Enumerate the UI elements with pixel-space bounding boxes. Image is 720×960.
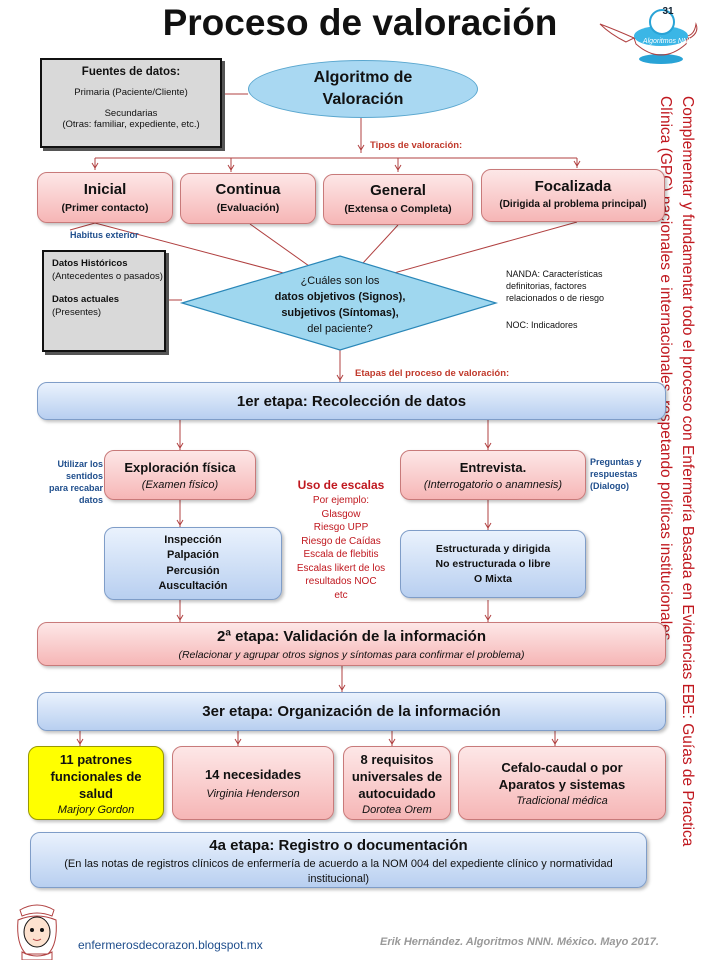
escalas-line: Glasgow [321, 508, 361, 520]
tipo-title: Inicial [83, 181, 127, 198]
fuentes-otras: (Otras: familiar, expediente, etc.) [62, 119, 200, 130]
tipo-continua: Continua (Evaluación) [180, 173, 316, 224]
footer-credit: Erik Hernández. Algoritmos NNN. México. … [380, 936, 659, 948]
page-title: Proceso de valoración [162, 2, 558, 43]
modelo-author: Marjory Gordon [57, 803, 135, 816]
tipo-sub: (Primer contacto) [61, 202, 149, 214]
tipo-sub: (Dirigida al problema principal) [499, 199, 647, 210]
tecnica-item: Auscultación [158, 580, 228, 592]
diamond-line-3: subjetivos (Síntomas), [281, 307, 399, 319]
tecnica-item: Inspección [164, 533, 222, 546]
tecnica-item: Percusión [166, 564, 220, 577]
modelo-author: Tradicional médica [516, 795, 608, 807]
algoritmo-ellipse: Algoritmo de Valoración [248, 60, 478, 118]
etapa-3-bar: 3er etapa: Organización de la informació… [37, 692, 666, 731]
tipo-general: General (Extensa o Completa) [323, 174, 473, 225]
modelo-title: Cefalo-caudal o por Aparatos y sistemas [498, 760, 626, 792]
tipo-inicial: Inicial (Primer contacto) [37, 172, 173, 223]
tipo-focalizada: Focalizada (Dirigida al problema princip… [481, 169, 665, 222]
modelo-title: 14 necesidades [204, 766, 302, 782]
habitus-label: Habitus exterior [70, 230, 139, 240]
escalas-line: Riesgo UPP [313, 522, 369, 533]
modelo-author: Virginia Henderson [206, 787, 300, 800]
datos-act-title: Datos actuales [52, 294, 120, 305]
datos-box: Datos Históricos (Antecedentes o pasados… [42, 250, 166, 352]
diamond-line-2: datos objetivos (Signos), [274, 291, 406, 303]
datos-act-sub: (Presentes) [52, 307, 102, 318]
fuentes-box: Fuentes de datos: Primaria (Paciente/Cli… [40, 58, 222, 148]
nanda-note: NANDA: Características definitorias, fac… [506, 268, 630, 304]
etapa-4-title: 4a etapa: Registro o documentación [209, 837, 468, 854]
modelo-cefalo: Cefalo-caudal o por Aparatos y sistemas … [458, 746, 666, 820]
modelo-gordon: 11 patrones funcionales de salud Marjory… [28, 746, 164, 820]
entrevista-sub: (Interrogatorio o anamnesis) [423, 479, 563, 491]
modelo-orem: 8 requisitos universales de autocuidado … [343, 746, 451, 820]
badge-number: 31 [662, 6, 674, 17]
genie-lamp-icon [599, 9, 698, 64]
tipo-sub: (Extensa o Completa) [344, 203, 452, 215]
tipo-title: Focalizada [534, 178, 612, 195]
etapa-1-bar: 1er etapa: Recolección de datos [37, 382, 666, 420]
footer-url[interactable]: enfermerosdecorazon.blogspot.mx [78, 938, 263, 952]
tecnicas-box: Inspección Palpación Percusión Auscultac… [104, 527, 282, 600]
exploracion-sub: (Examen físico) [141, 479, 219, 491]
datos-hist-title: Datos Históricos [52, 258, 128, 269]
fuentes-title: Fuentes de datos: [81, 66, 181, 78]
etapa-3-title: 3er etapa: Organización de la informació… [202, 703, 501, 720]
escalas-block: Uso de escalas Por ejemplo: Glasgow Ries… [286, 478, 396, 602]
fuentes-primaria: Primaria (Paciente/Cliente) [74, 87, 188, 98]
escalas-title: Uso de escalas [297, 478, 385, 492]
badge-text: Algoritmos NNN [642, 38, 694, 45]
etapa-4-bar: 4a etapa: Registro o documentación (En l… [30, 832, 647, 888]
noc-note: NOC: Indicadores [506, 320, 578, 330]
tipos-entrevista-box: Estructurada y dirigida No estructurada … [400, 530, 586, 598]
tipo-entrevista-item: Estructurada y dirigida [435, 542, 551, 555]
nanda-text: NANDA: Características definitorias, fac… [506, 269, 605, 303]
escalas-line: Por ejemplo: [312, 495, 370, 506]
utilizar-note: Utilizar los sentidos para recabar datos [48, 459, 103, 505]
modelo-author: Dorotea Orem [362, 803, 432, 816]
exploracion-box: Exploración física (Examen físico) [104, 450, 256, 500]
diamond-line-4: del paciente? [307, 323, 373, 335]
tipo-title: Continua [215, 181, 281, 198]
tipo-title: General [370, 182, 426, 199]
preguntas-note: Preguntas y respuestas (Dialogo) [590, 457, 642, 491]
modelo-henderson: 14 necesidades Virginia Henderson [172, 746, 334, 820]
etapa-2-bar: 2ª etapa: Validación de la información (… [37, 622, 666, 666]
nurse-avatar [17, 904, 57, 960]
question-diamond-shape [179, 255, 499, 351]
exploracion-title: Exploración física [124, 460, 236, 475]
escalas-line: Riesgo de Caídas [301, 535, 381, 547]
escalas-line: resultados NOC [305, 576, 377, 587]
escalas-line: Escalas likert de los [296, 562, 386, 574]
diamond-text: ¿Cuáles son los datos objetivos (Signos)… [240, 273, 440, 337]
algoritmo-label: Algoritmo de Valoración [313, 69, 413, 108]
tecnica-item: Palpación [167, 549, 219, 561]
datos-hist-sub: (Antecedentes o pasados) [52, 271, 163, 282]
tipo-entrevista-item: O Mixta [474, 572, 512, 585]
etapas-label: Etapas del proceso de valoración: [355, 368, 510, 379]
tipos-label: Tipos de valoración: [370, 140, 463, 151]
entrevista-title: Entrevista. [459, 460, 527, 475]
tipo-sub: (Evaluación) [216, 202, 280, 214]
fuentes-secundarias: Secundarias [104, 108, 158, 119]
etapa-1-title: 1er etapa: Recolección de datos [236, 392, 467, 410]
etapa-2-title: 2ª etapa: Validación de la información [217, 628, 486, 645]
diamond-line-1: ¿Cuáles son los [300, 275, 380, 287]
entrevista-box: Entrevista. (Interrogatorio o anamnesis) [400, 450, 586, 500]
modelo-title: 11 patrones funcionales de salud [50, 751, 142, 801]
escalas-line: etc [334, 589, 348, 601]
modelo-title: 8 requisitos universales de autocuidado [351, 751, 443, 801]
etapa-2-sub: (Relacionar y agrupar otros signos y sín… [178, 649, 525, 661]
tipo-entrevista-item: No estructurada o libre [435, 557, 551, 570]
escalas-line: Escala de flebitis [303, 549, 379, 560]
etapa-4-sub: (En las notas de registros clínicos de e… [64, 858, 613, 885]
